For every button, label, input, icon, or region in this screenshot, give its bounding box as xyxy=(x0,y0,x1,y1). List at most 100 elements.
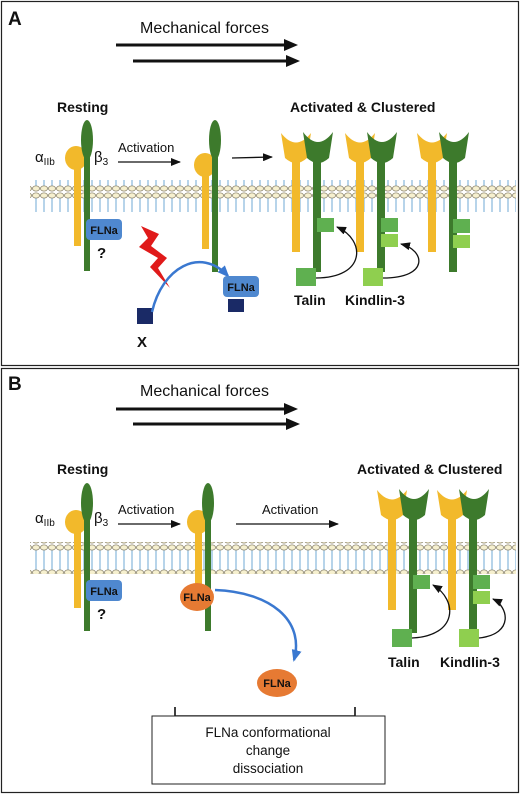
panel-a-force-arrowhead-2 xyxy=(286,55,300,67)
panel-a-x-square xyxy=(137,308,153,324)
panel-b-activation-label-2: Activation xyxy=(262,502,318,517)
panel-a-beta-label: β3 xyxy=(94,149,109,168)
panel-a-force-arrowhead-1 xyxy=(284,39,298,51)
panel-a-filamin-bound-label: FLNa xyxy=(90,225,118,237)
panel-a-kindlin-label: Kindlin-3 xyxy=(345,292,405,308)
panel-b-kindlin-bound xyxy=(473,591,490,604)
panel-b-membrane xyxy=(30,542,516,574)
panel-b-activation-label-1: Activation xyxy=(118,502,174,517)
panel-a-integrin-intermediate xyxy=(194,120,221,272)
panel-a-integrin-activated-3 xyxy=(417,132,469,272)
beta-subunit-head xyxy=(81,483,93,523)
beta-subunit-head xyxy=(81,120,93,160)
panel-b-talin-bound xyxy=(473,575,490,589)
alpha-subunit-stalk xyxy=(356,150,364,252)
panel-a-kindlin-free xyxy=(363,268,383,286)
lightning-bolt-icon xyxy=(139,226,170,288)
panel-a-talin-bound xyxy=(453,219,470,233)
panel-b-kindlin-free xyxy=(459,629,479,647)
alpha-subunit-stalk xyxy=(74,158,81,246)
beta-subunit-stalk xyxy=(212,140,218,272)
panel-b-filamin-bound xyxy=(86,580,122,601)
alpha-subunit-stalk xyxy=(448,505,456,610)
panel-a-activated-label: Activated & Clustered xyxy=(290,99,435,115)
panel-b-frame xyxy=(0,367,520,794)
alpha-subunit-head xyxy=(281,133,311,163)
alpha-subunit-head xyxy=(194,153,216,177)
panel-a-integrin-activated-2 xyxy=(345,132,397,272)
panel-a-frame xyxy=(0,0,520,367)
panel-a-activation-label: Activation xyxy=(118,140,174,155)
panel-b-filamin-orange-released xyxy=(257,669,297,697)
beta-subunit-head xyxy=(202,483,214,523)
beta-subunit-stalk xyxy=(409,505,417,633)
panel-b-force-arrowhead-1 xyxy=(284,403,298,415)
panel-a-question-mark: ? xyxy=(97,245,106,262)
beta-subunit-stalk xyxy=(205,503,211,631)
panel-a-blue-curved-arrow xyxy=(150,260,230,313)
alpha-subunit-head xyxy=(65,510,87,534)
panel-a-filamin-released xyxy=(223,276,259,297)
alpha-subunit-head xyxy=(437,490,467,520)
panel-a-x-label: X xyxy=(137,334,147,351)
panel-b-activated-label: Activated & Clustered xyxy=(357,461,502,477)
panel-a-kindlin-bound xyxy=(381,234,398,247)
panel-b-resting-label: Resting xyxy=(57,461,108,477)
panel-b-integrin-intermediate xyxy=(187,483,214,631)
panel-b-question-mark: ? xyxy=(97,606,106,623)
panel-a-activation-arrow-2 xyxy=(231,153,273,162)
panel-a-integrin-activated-1 xyxy=(281,132,333,272)
panel-a-kindlin-arrow xyxy=(382,242,420,279)
panel-a-talin-arrow xyxy=(315,226,358,279)
panel-b-talin-label: Talin xyxy=(388,654,420,670)
alpha-subunit-stalk xyxy=(202,165,209,249)
panel-a-membrane xyxy=(30,180,516,212)
beta-subunit-stalk xyxy=(313,150,321,272)
beta-subunit-head xyxy=(399,489,429,520)
panel-b-letter: B xyxy=(8,374,22,395)
alpha-subunit-stalk xyxy=(292,150,300,252)
panel-b-forces-label: Mechanical forces xyxy=(140,383,269,400)
alpha-subunit-head xyxy=(345,133,375,163)
alpha-subunit-head xyxy=(417,133,447,163)
panel-b-kindlin-label: Kindlin-3 xyxy=(440,654,500,670)
alpha-subunit-stalk xyxy=(388,505,396,610)
beta-subunit-head xyxy=(439,132,469,163)
panel-a-filamin-released-label: FLNa xyxy=(227,282,255,294)
beta-subunit-head xyxy=(209,120,221,160)
panel-a-resting-label: Resting xyxy=(57,99,108,115)
alpha-subunit-head xyxy=(65,146,87,170)
beta-subunit-stalk xyxy=(469,505,477,633)
panel-a-talin-label: Talin xyxy=(294,292,326,308)
beta-subunit-stalk xyxy=(449,150,457,272)
beta-subunit-head xyxy=(459,489,489,520)
panel-b-bracket xyxy=(174,707,356,717)
panel-a-talin-free xyxy=(296,268,316,286)
panel-b-beta-label: β3 xyxy=(94,510,109,529)
beta-subunit-head xyxy=(303,132,333,163)
panel-b-filamin-orange-bound-label: FLNa xyxy=(183,592,211,604)
panel-b-filamin-orange-bound xyxy=(180,583,214,611)
panel-a-talin-bound xyxy=(381,218,398,232)
panel-a-filamin-bound xyxy=(86,219,122,240)
alpha-subunit-stalk xyxy=(195,522,202,606)
panel-b-box-line-1: FLNa conformational xyxy=(205,725,330,740)
alpha-subunit-head xyxy=(377,490,407,520)
beta-subunit-stalk xyxy=(377,150,385,272)
panel-a-forces-label: Mechanical forces xyxy=(140,20,269,37)
panel-b-force-arrowhead-2 xyxy=(286,418,300,430)
beta-subunit-stalk xyxy=(84,503,90,631)
alpha-subunit-stalk xyxy=(428,150,436,252)
panel-a-letter: A xyxy=(8,9,22,30)
beta-subunit-head xyxy=(367,132,397,163)
panel-a-talin-bound xyxy=(317,218,334,232)
beta-subunit-stalk xyxy=(84,140,90,271)
alpha-subunit-stalk xyxy=(74,522,81,608)
panel-b-talin-bound xyxy=(413,575,430,589)
panel-b-filamin-bound-label: FLNa xyxy=(90,586,118,598)
panel-b-annotation-box xyxy=(151,715,386,785)
panel-b-kindlin-arrow xyxy=(478,598,506,639)
panel-b-box-line-2: change xyxy=(246,743,290,758)
